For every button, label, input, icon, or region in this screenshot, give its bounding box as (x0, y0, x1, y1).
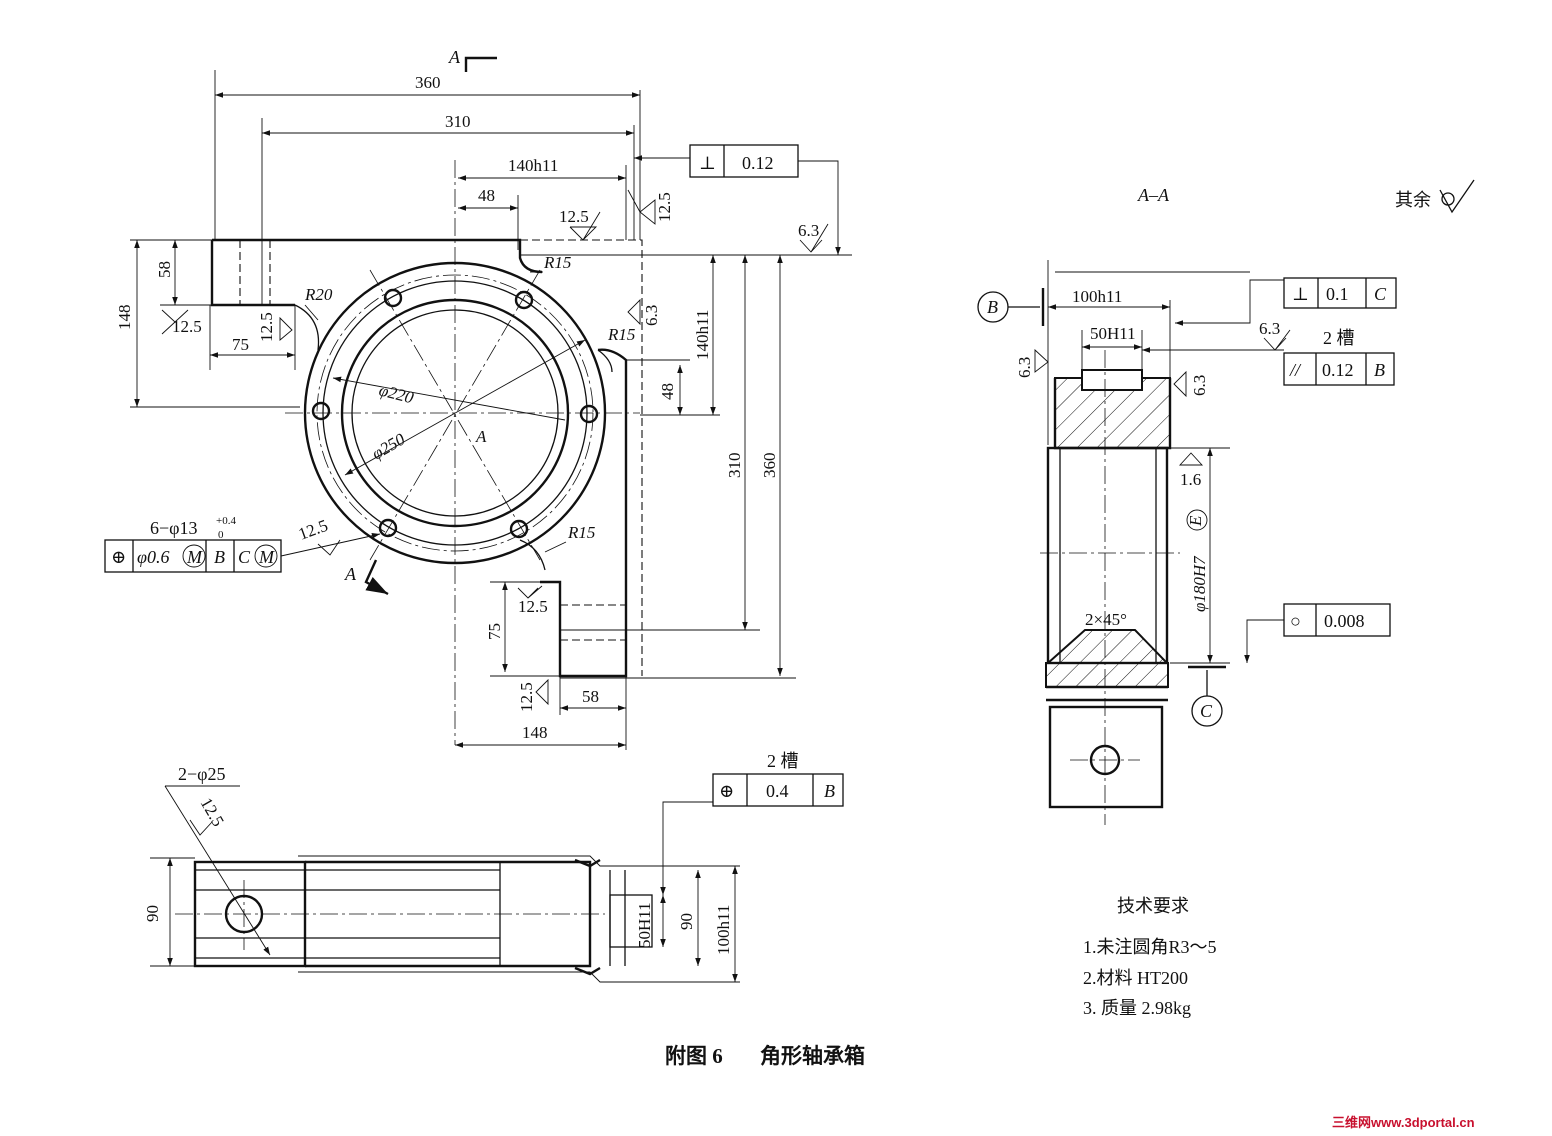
bv-fcf-value: 0.4 (766, 781, 789, 801)
section-mark-bottom: A (344, 564, 357, 584)
sv-ra-top: 6.3 (1259, 319, 1280, 338)
tech-item-2: 2.材料 HT200 (1083, 968, 1188, 988)
sv-dim-100h11: 100h11 (1072, 287, 1122, 306)
fcf-position-holes: 6−φ13 +0.4 0 12.5 ⊕ φ0.6 M B C M (104, 515, 381, 573)
sv-fcf-perp-symbol: ⊥ (1292, 284, 1309, 304)
tech-heading: 技术要求 (1117, 896, 1189, 916)
phi220-label: φ220 (377, 380, 416, 407)
ra-bottom: 12.5 (518, 597, 548, 616)
sv-fcf-round-symbol: ○ (1290, 611, 1301, 631)
sv-fcf-round-value: 0.008 (1324, 611, 1365, 631)
r15-top-label: R15 (543, 253, 571, 272)
fcf-pos-symbol: ⊕ (111, 547, 126, 567)
section-mark-top: A (448, 47, 461, 67)
dim-310-right: 310 (725, 453, 744, 479)
fcf-pos-value: φ0.6 (137, 547, 169, 567)
r15-right-label: R15 (607, 325, 635, 344)
dim-48-right: 48 (658, 383, 677, 400)
fcf-perp-symbol: ⊥ (699, 153, 716, 173)
ra-bottom2: 12.5 (517, 682, 536, 712)
section-view: A–A 其余 100h11 50H11 φ180H7 (977, 179, 1475, 825)
roughness-rest-icon (1439, 179, 1475, 214)
sv-datum-b: B (987, 297, 998, 317)
tech-item-3: 3. 质量 2.98kg (1083, 998, 1191, 1018)
holes-note: 6−φ13 (150, 518, 198, 538)
fcf-perpendicularity-front: ⊥ 0.12 (520, 144, 852, 256)
sv-chamfer: 2×45° (1085, 610, 1127, 629)
ra-vert: 12.5 (655, 192, 674, 222)
center-mark-label: A (475, 427, 487, 446)
r15-bottom-label: R15 (567, 523, 595, 542)
dim-148-left: 148 (115, 305, 134, 331)
caption-number: 附图 6 (665, 1044, 723, 1068)
ra-left2: 12.5 (257, 312, 276, 342)
dim-140h11-right: 140h11 (693, 310, 712, 360)
ra-right: 6.3 (642, 305, 661, 326)
dim-310-top: 310 (445, 112, 471, 131)
bv-dim-100h11: 100h11 (714, 905, 733, 955)
tech-requirements: 技术要求 1.未注圆角R3～5 2.材料 HT200 3. 质量 2.98kg (1083, 896, 1217, 1018)
ra-hole: 12.5 (296, 516, 330, 544)
fcf-pos-mod2: M (258, 547, 275, 567)
bv-holes-note: 2−φ25 (178, 764, 226, 784)
ra-left: 12.5 (172, 317, 202, 336)
dim-360-right: 360 (760, 453, 779, 479)
dim-75-left: 75 (232, 335, 249, 354)
sv-envelope: E (1186, 515, 1205, 527)
sv-slots-note: 2 槽 (1323, 328, 1355, 348)
dim-140h11-top: 140h11 (508, 156, 558, 175)
dim-148-bottom: 148 (522, 723, 548, 742)
sv-dim-phi180: φ180H7 (1190, 555, 1209, 612)
sv-dim-50h11: 50H11 (1090, 324, 1136, 343)
bv-dim-90-right: 90 (677, 913, 696, 930)
sv-fcf-perp-value: 0.1 (1326, 284, 1349, 304)
sv-ra-right: 6.3 (1190, 375, 1209, 396)
bv-fcf-symbol: ⊕ (719, 781, 734, 801)
bottom-view: 90 2−φ25 12.5 2 槽 ⊕ 0.4 B 50H11 90 100h1… (143, 751, 844, 983)
bv-slots-note: 2 槽 (767, 751, 799, 771)
front-view: φ220 φ250 A 360 310 140h11 48 A 12.5 12.… (104, 47, 852, 750)
fcf-pos-mod1: M (186, 547, 203, 567)
dim-48-top: 48 (478, 186, 495, 205)
section-label: A–A (1137, 185, 1170, 205)
caption-title: 角形轴承箱 (760, 1044, 865, 1068)
r20-label: R20 (304, 285, 333, 304)
sv-fcf-par-value: 0.12 (1322, 360, 1354, 380)
fcf-perp-value: 0.12 (742, 153, 774, 173)
bv-dim-90-left: 90 (143, 905, 162, 922)
watermark: 三维网www.3dportal.cn (1332, 1115, 1475, 1130)
bv-dim-50h11: 50H11 (635, 902, 654, 948)
sv-fcf-perp-datum: C (1374, 284, 1387, 304)
phi250-label: φ250 (369, 429, 409, 463)
dim-58-bottom: 58 (582, 687, 599, 706)
roughness-rest: 其余 (1395, 190, 1431, 210)
figure-caption: 附图 6 角形轴承箱 (665, 1044, 865, 1068)
bv-fcf-datum: B (824, 781, 835, 801)
sv-ra-left: 6.3 (1015, 357, 1034, 378)
holes-tol-upper: +0.4 (216, 515, 236, 527)
ra-top-right: 6.3 (798, 221, 819, 240)
holes-tol-lower: 0 (218, 529, 224, 541)
sv-ra-bore: 1.6 (1180, 470, 1201, 489)
sv-fcf-par-symbol: // (1289, 360, 1302, 380)
dim-360-top: 360 (415, 73, 441, 92)
dim-58-left: 58 (155, 261, 174, 278)
ra-top: 12.5 (559, 207, 589, 226)
fcf-pos-datum2: C (238, 547, 251, 567)
fcf-pos-datum1: B (214, 547, 225, 567)
sv-datum-c: C (1200, 701, 1213, 721)
bv-roughness: 12.5 (197, 795, 228, 830)
dim-75-bottom: 75 (485, 623, 504, 640)
tech-item-1: 1.未注圆角R3～5 (1083, 937, 1217, 957)
sv-fcf-par-datum: B (1374, 360, 1385, 380)
